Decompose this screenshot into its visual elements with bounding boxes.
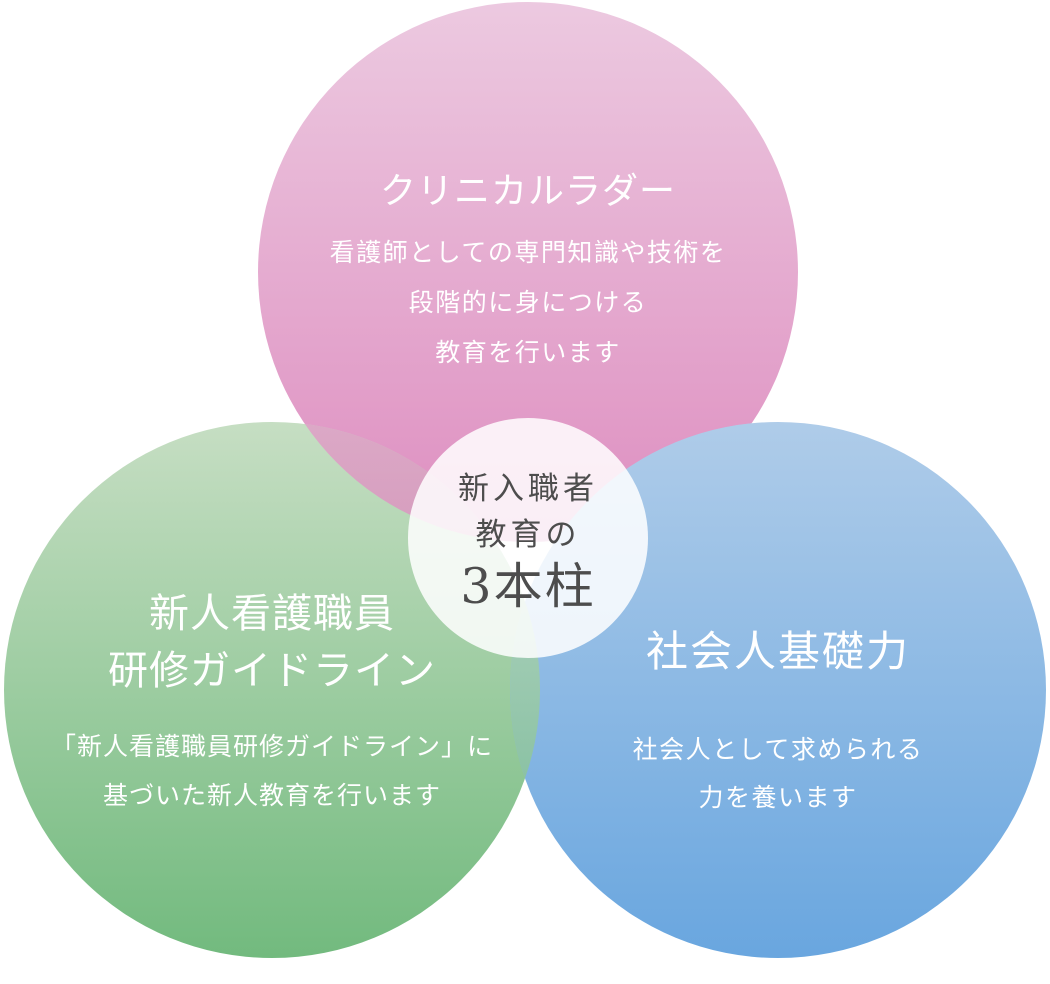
- guideline-description: 「新人看護職員研修ガイドライン」に 基づいた新人教育を行います: [2, 722, 542, 820]
- guideline-title-line1: 新人看護職員: [149, 591, 395, 637]
- guideline-description-line1: 「新人看護職員研修ガイドライン」に: [50, 732, 493, 761]
- center-label-line3: 3本柱: [460, 558, 596, 615]
- shakaijin-title: 社会人基礎力: [645, 627, 910, 676]
- shakaijin-description-line2: 力を養います: [698, 783, 858, 812]
- clinical-ladder-title: クリニカルラダー: [379, 171, 676, 212]
- guideline-description-line2: 基づいた新人教育を行います: [102, 781, 441, 810]
- clinical-ladder-description: 看護師としての専門知識や技術を 段階的に身につける 教育を行います: [258, 228, 798, 378]
- guideline-title: 新人看護職員 研修ガイドライン: [2, 586, 542, 700]
- center-label-line2: 教育の: [475, 517, 581, 553]
- clinical-ladder-description-line1: 看護師としての専門知識や技術を: [329, 238, 727, 267]
- center-circle: [408, 418, 648, 658]
- shakaijin-description: 社会人として求められる 力を養います: [508, 726, 1048, 822]
- guideline-title-line2: 研修ガイドライン: [108, 648, 436, 694]
- clinical-ladder-description-line3: 教育を行います: [435, 338, 621, 367]
- center-label-line1: 新入職者: [458, 471, 598, 507]
- shakaijin-description-line1: 社会人として求められる: [632, 735, 924, 764]
- center-label: 新入職者 教育の 3本柱: [408, 466, 648, 616]
- clinical-ladder-description-line2: 段階的に身につける: [408, 288, 648, 317]
